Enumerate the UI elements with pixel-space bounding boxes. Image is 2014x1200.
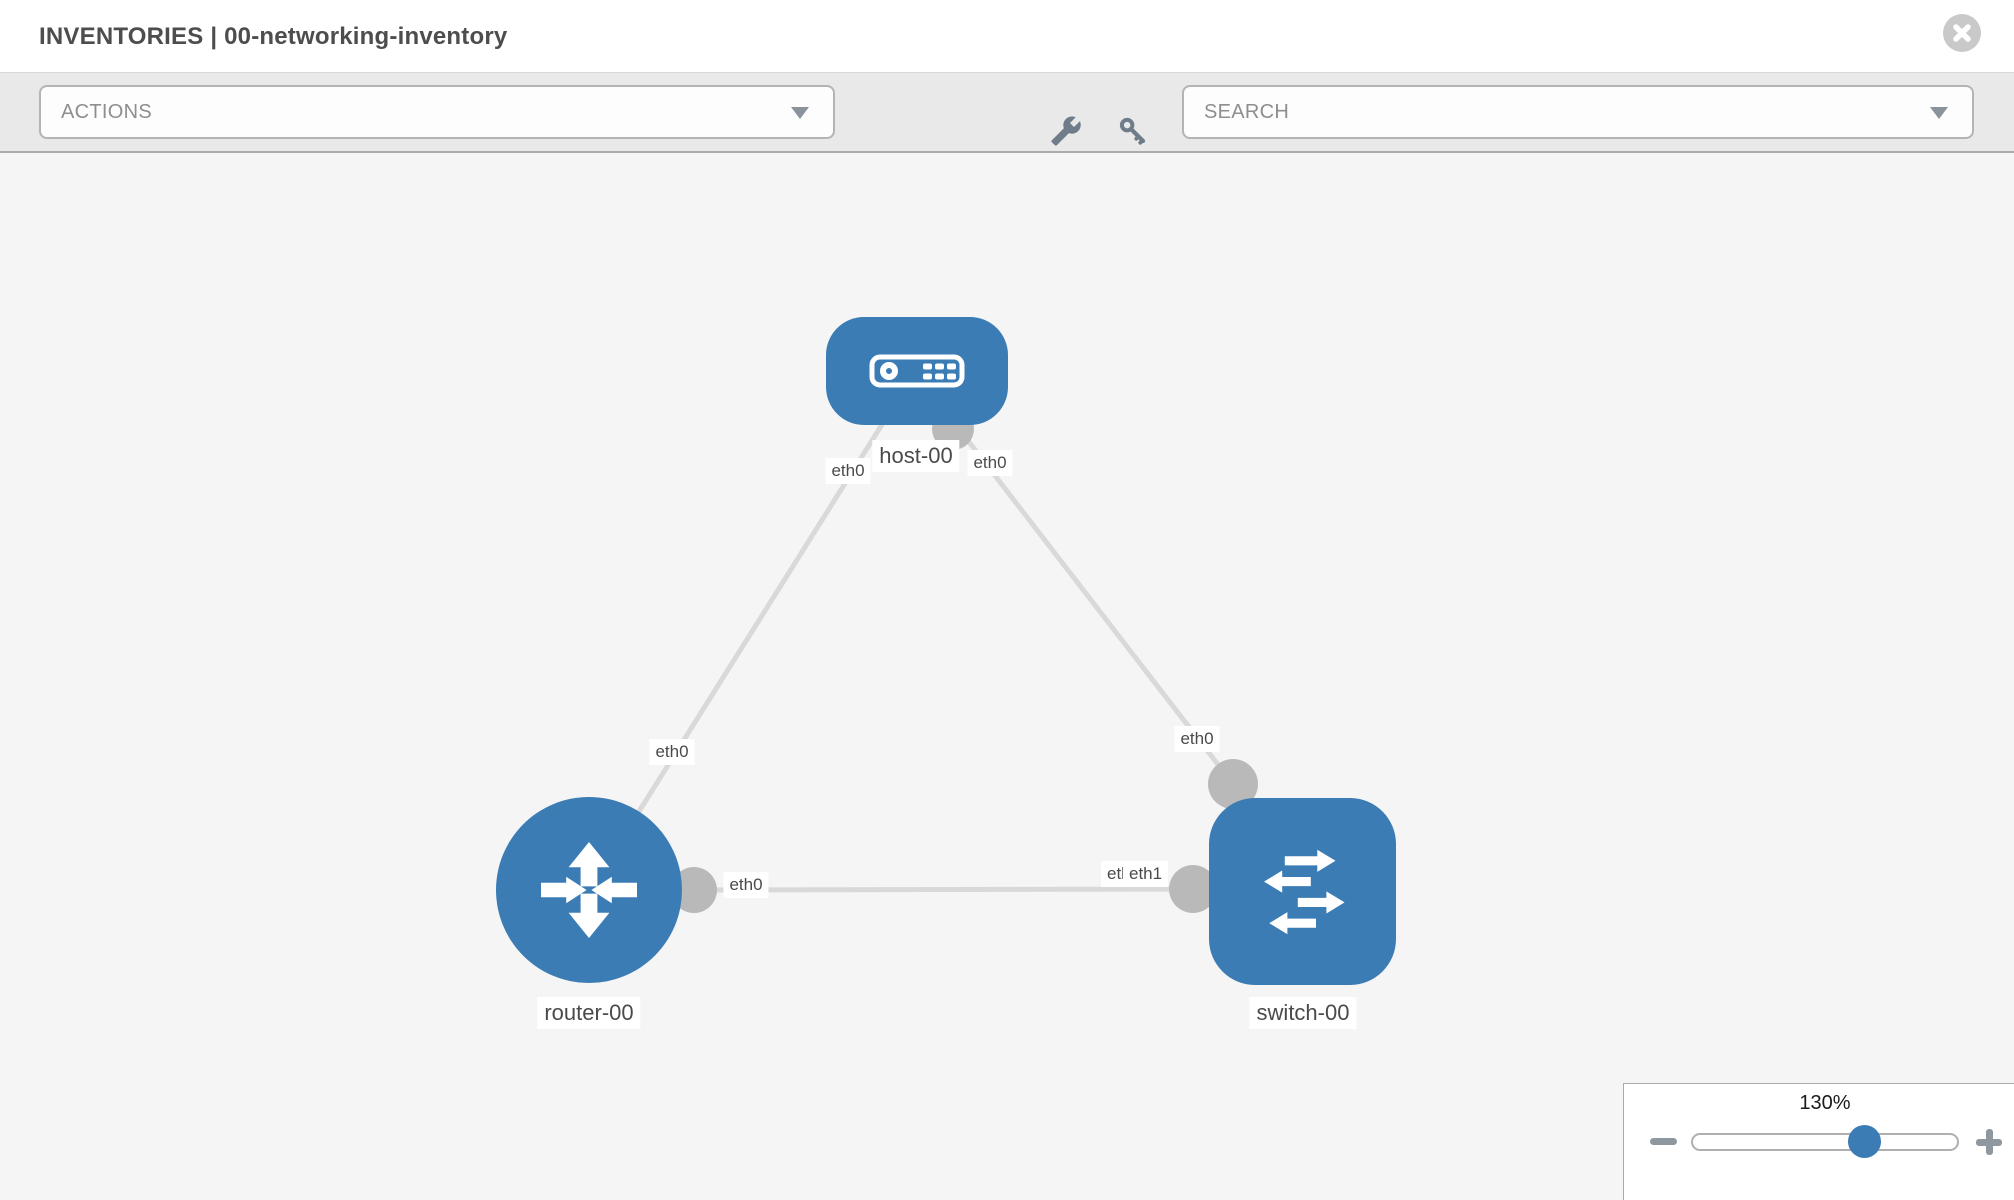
close-button[interactable]: [1943, 14, 1981, 52]
search-dropdown-label: SEARCH: [1204, 100, 1290, 123]
host-icon: [869, 354, 965, 388]
interface-dot-switch-top: [1208, 759, 1258, 809]
search-dropdown[interactable]: SEARCH: [1182, 85, 1974, 139]
plus-icon: [1985, 1129, 1993, 1155]
interface-dot-router: [671, 867, 717, 913]
node-label-switch: switch-00: [1249, 997, 1357, 1029]
wrench-icon: [1051, 116, 1081, 146]
if-label-host-to-switch: eth0: [967, 450, 1013, 476]
router-icon: [541, 842, 637, 938]
if-label-router-to-host: eth0: [649, 739, 695, 765]
credentials-button[interactable]: [1111, 109, 1155, 153]
node-label-router: router-00: [537, 997, 641, 1029]
close-icon: [1953, 24, 1971, 42]
actions-dropdown[interactable]: ACTIONS: [39, 85, 835, 139]
toolbar: ACTIONS SEARCH: [0, 73, 2014, 153]
zoom-slider-handle[interactable]: [1848, 1125, 1881, 1158]
zoom-level-label: 130%: [1799, 1092, 1851, 1114]
key-icon: [1119, 117, 1146, 145]
link-router-switch[interactable]: [693, 886, 1194, 893]
if-label-switch-to-host: eth0: [1174, 726, 1220, 752]
page-title: INVENTORIES | 00-networking-inventory: [39, 22, 508, 50]
switch-icon: [1263, 849, 1345, 934]
interface-dot-switch-left: [1169, 865, 1217, 913]
if-label-router-to-switch: eth0: [723, 872, 769, 898]
zoom-slider-track[interactable]: [1691, 1133, 1959, 1151]
topology-canvas[interactable]: host-00 router-00 switch-00 eth0 eth0 et…: [0, 153, 2014, 1200]
zoom-out-button[interactable]: [1650, 1138, 1677, 1145]
key-management-button[interactable]: [1044, 109, 1088, 153]
links-layer: [586, 370, 1258, 913]
node-switch-00[interactable]: [1209, 798, 1396, 985]
node-label-host: host-00: [872, 440, 960, 472]
actions-dropdown-label: ACTIONS: [61, 100, 152, 123]
header: INVENTORIES | 00-networking-inventory: [0, 0, 2014, 73]
if-label-host-to-router: eth0: [825, 458, 871, 484]
if-label-switch-to-router: eth1: [1123, 861, 1169, 887]
zoom-in-button[interactable]: [1974, 1127, 2004, 1157]
node-router-00[interactable]: [496, 797, 682, 983]
chevron-down-icon: [1930, 107, 1948, 119]
node-host-00[interactable]: [826, 317, 1008, 425]
zoom-panel: 130%: [1623, 1083, 2014, 1200]
chevron-down-icon: [791, 107, 809, 119]
